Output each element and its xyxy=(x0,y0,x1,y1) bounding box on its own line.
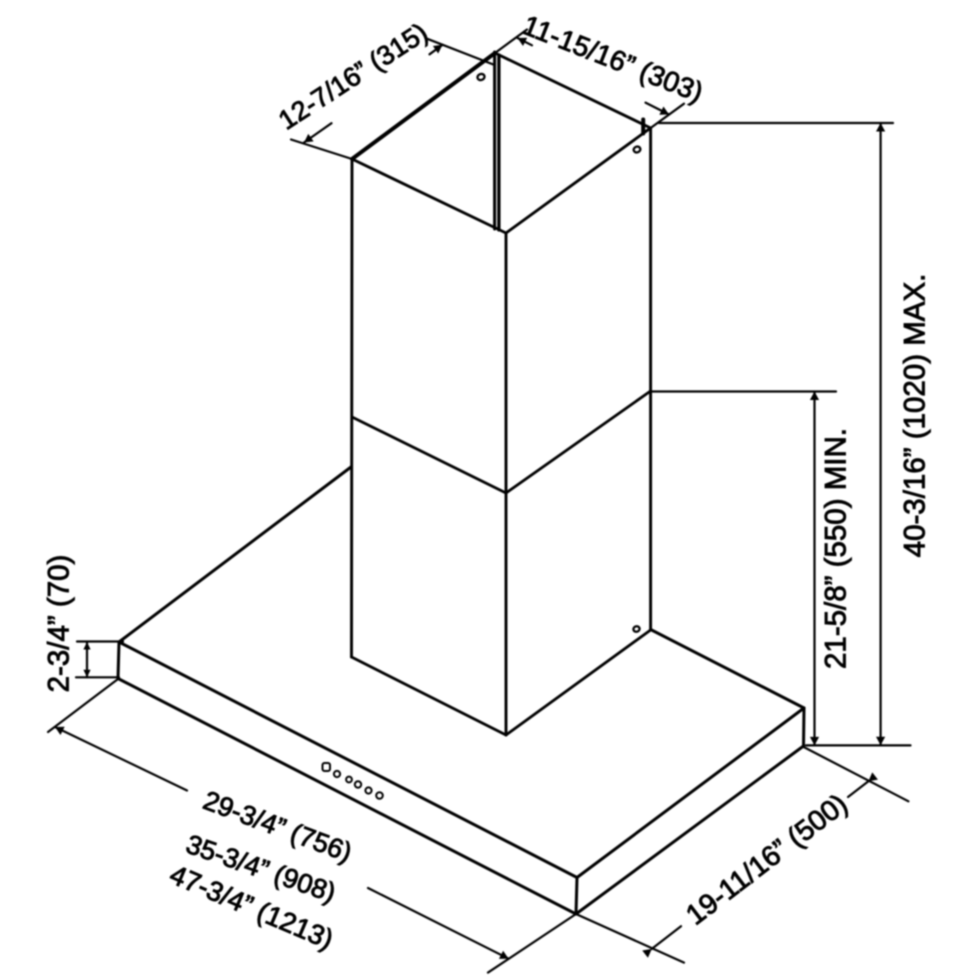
svg-text:40-3/16” (1020) MAX.: 40-3/16” (1020) MAX. xyxy=(899,274,932,558)
svg-text:19-11/16” (500): 19-11/16” (500) xyxy=(680,788,854,932)
svg-text:11-15/16” (303): 11-15/16” (303) xyxy=(518,9,707,108)
svg-text:21-5/8” (550) MIN.: 21-5/8” (550) MIN. xyxy=(820,428,853,669)
svg-text:2-3/4” (70): 2-3/4” (70) xyxy=(43,555,76,693)
